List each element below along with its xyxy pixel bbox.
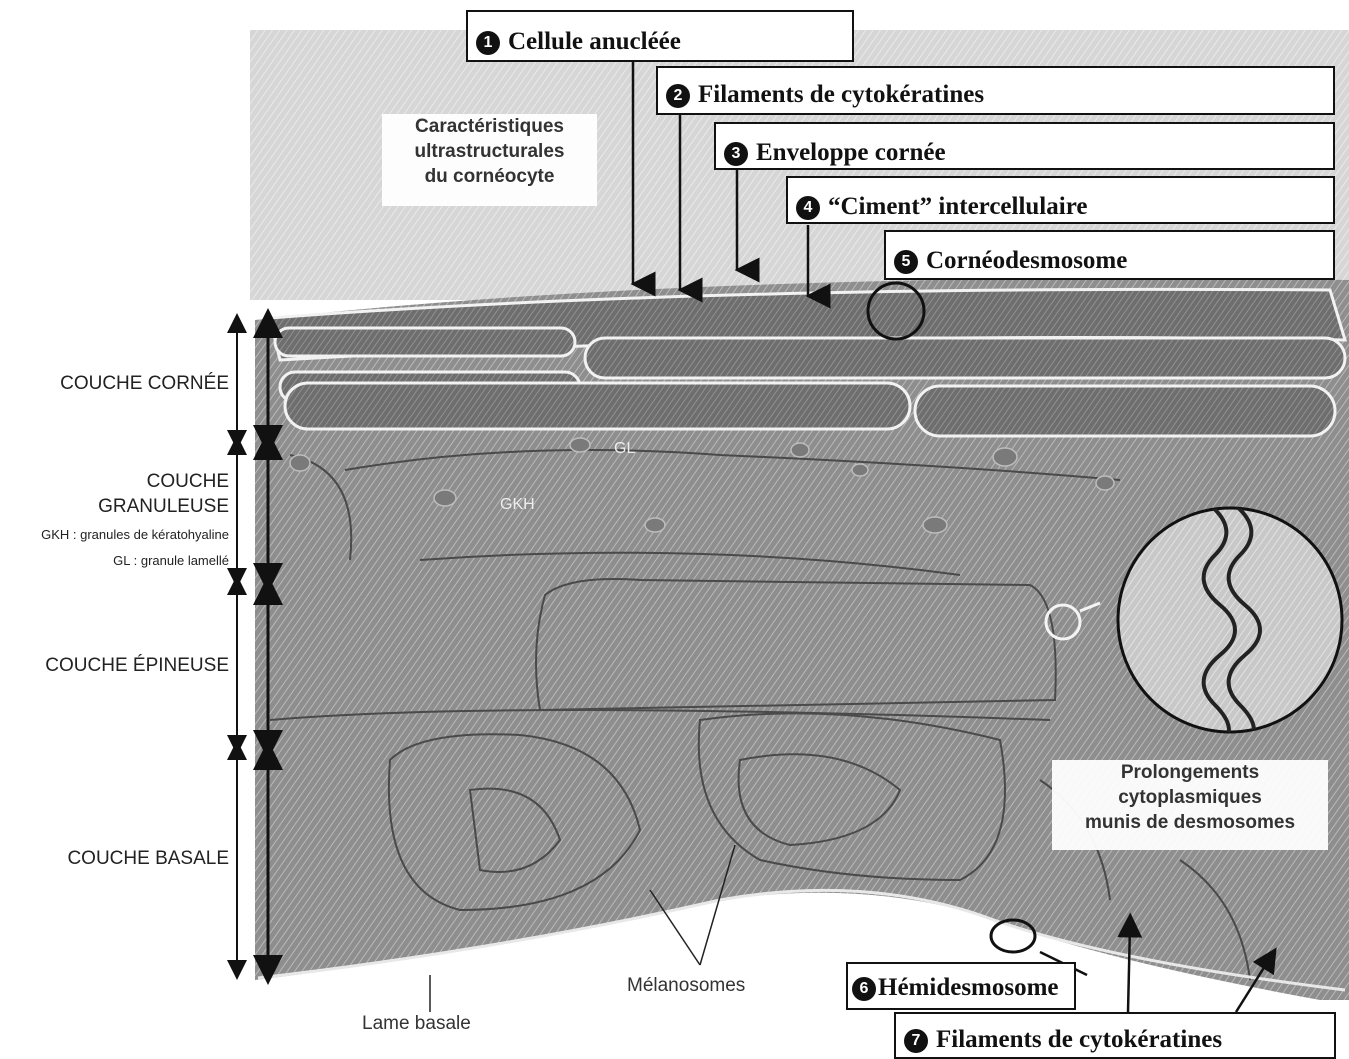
corneocyte-note: Caractéristiques ultrastructurales du co… <box>382 114 597 206</box>
label-couche-granuleuse-1: COUCHE <box>147 470 229 494</box>
callout-enveloppe-cornee: 3 Enveloppe cornée <box>714 122 1335 170</box>
note-line: Caractéristiques <box>382 114 597 139</box>
label-gkh: GKH <box>500 496 535 514</box>
note-line: Prolongements <box>1052 760 1328 785</box>
label-couche-epineuse: COUCHE ÉPINEUSE <box>45 654 229 678</box>
callout-number-4: 4 <box>796 196 820 220</box>
callout-number-7: 7 <box>904 1029 928 1053</box>
callout-number-3: 3 <box>724 142 748 166</box>
callout-cellule-anucleee: 1 Cellule anucléée <box>466 10 854 62</box>
callout-ciment-intercellulaire: 4 “Ciment” intercellulaire <box>786 176 1335 224</box>
desmosome-note: Prolongements cytoplasmiques munis de de… <box>1052 760 1328 850</box>
note-line: ultrastructurales <box>382 139 597 164</box>
callout-label: Enveloppe cornée <box>756 139 946 166</box>
callout-number-5: 5 <box>894 250 918 274</box>
callout-number-2: 2 <box>666 84 690 108</box>
callout-filaments-cytokeratines-basal: 7 Filaments de cytokératines <box>894 1012 1336 1059</box>
label-couche-basale: COUCHE BASALE <box>67 847 229 871</box>
note-line: du cornéocyte <box>382 164 597 189</box>
label-gl: GL <box>614 440 635 458</box>
note-line: munis de desmosomes <box>1052 810 1328 835</box>
label-couche-granuleuse-2: GRANULEUSE <box>98 495 229 519</box>
callout-label: “Ciment” intercellulaire <box>828 193 1087 220</box>
legend-gkh: GKH : granules de kératohyaline <box>41 527 229 542</box>
callout-label: Cellule anucléée <box>508 28 681 55</box>
callout-filaments-cytokeratines: 2 Filaments de cytokératines <box>656 66 1335 115</box>
callout-label: Filaments de cytokératines <box>698 81 984 108</box>
note-line: cytoplasmiques <box>1052 785 1328 810</box>
label-couche-cornee: COUCHE CORNÉE <box>60 372 229 396</box>
callout-corneodesmosome: 5 Cornéodesmosome <box>884 230 1335 280</box>
callout-number-6: 6 <box>852 977 876 1001</box>
callout-label: Cornéodesmosome <box>926 247 1127 274</box>
legend-gl: GL : granule lamellé <box>113 553 229 568</box>
label-lame-basale: Lame basale <box>362 1013 471 1035</box>
callout-number-1: 1 <box>476 31 500 55</box>
callout-label: Filaments de cytokératines <box>936 1026 1222 1053</box>
callout-label: Hémidesmosome <box>878 974 1059 1001</box>
label-melanosomes: Mélanosomes <box>627 975 745 997</box>
